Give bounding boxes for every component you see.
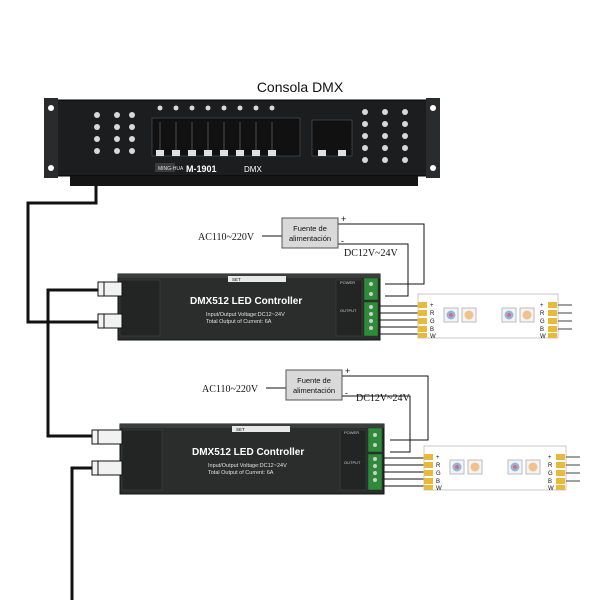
rgb-led-chip: [507, 459, 523, 475]
strip-1-b-r: B: [540, 327, 544, 333]
controller-1-current: Total Output of Current: 6A: [206, 319, 272, 325]
power-supply-2: Fuente de alimentación: [285, 369, 343, 401]
console-suffix: DMX: [244, 165, 262, 174]
controller-1-set-label: SET: [232, 277, 241, 282]
strip-2-g-r: G: [548, 471, 553, 477]
psu-1-plus: +: [341, 214, 346, 224]
psu-1-minus: -: [341, 236, 344, 246]
strip-2-g: G: [436, 471, 441, 477]
console-model: M-1901: [186, 164, 217, 174]
psu-1-input-label: AC110~220V: [198, 232, 255, 243]
dmx-controller-2: SET DMX512 LED Controller Input/Output V…: [119, 423, 385, 495]
controller-2-voltage: Input/Output Voltage:DC12~24V: [208, 463, 287, 469]
strip-1-r: R: [430, 311, 435, 317]
controller-1-title: DMX512 LED Controller: [190, 296, 302, 307]
strip-1-g-r: G: [540, 319, 545, 325]
dmx-console: MING-HUA M-1901 DMX: [44, 98, 440, 186]
strip-1-w-r: W: [540, 334, 546, 340]
strip-2-b: B: [436, 479, 440, 485]
controller-2-power-label: POWER: [344, 430, 359, 435]
output-wires-2: [384, 457, 424, 487]
output-wires-1: [380, 305, 418, 335]
strip-2-b-r: B: [548, 479, 552, 485]
white-led-chip: [461, 307, 477, 323]
strip-2-plus-r: +: [548, 455, 552, 461]
xlr-connectors-2: [91, 429, 123, 476]
strip-1-plus: +: [430, 303, 434, 309]
controller-2-title: DMX512 LED Controller: [192, 447, 304, 458]
strip-1-plus-r: +: [540, 303, 544, 309]
controller-1-output-label: OUTPUT: [340, 308, 357, 313]
dmx-cable: [26, 186, 98, 600]
strip-2-plus: +: [436, 455, 440, 461]
strip-2-r: R: [436, 463, 441, 469]
psu-2-plus: +: [345, 366, 350, 376]
psu-2-minus: -: [345, 388, 348, 398]
white-led-chip: [525, 459, 541, 475]
controller-1-power-label: POWER: [340, 280, 355, 285]
psu-2-label-line2: alimentación: [293, 386, 335, 395]
psu-1-output-label: DC12V~24V: [344, 248, 399, 259]
rgb-led-chip: [443, 307, 459, 323]
psu-2-wiring: [266, 375, 429, 453]
rgb-led-chip: [501, 307, 517, 323]
console-brand: MING-HUA: [158, 166, 184, 172]
xlr-connectors-1: [97, 281, 123, 329]
controller-2-set-label: SET: [236, 427, 245, 432]
white-led-chip: [519, 307, 535, 323]
psu-2-label-line1: Fuente de: [297, 376, 331, 385]
strip-2-w: W: [436, 486, 442, 492]
strip-2-w-r: W: [548, 486, 554, 492]
strip-1-r-r: R: [540, 311, 545, 317]
diagram-title: Consola DMX: [256, 79, 344, 95]
controller-1-voltage: Input/Output Voltage:DC12~24V: [206, 312, 285, 318]
power-supply-1: Fuente de alimentación: [281, 217, 339, 249]
controller-2-output-label: OUTPUT: [344, 460, 361, 465]
controller-2-current: Total Output of Current: 6A: [208, 470, 274, 476]
psu-1-label-line1: Fuente de: [293, 224, 327, 233]
strip-1-w: W: [430, 334, 436, 340]
led-strip-2: + R G B W + R G B W: [423, 445, 580, 492]
psu-1-wiring: [262, 223, 425, 297]
psu-2-output-label: DC12V~24V: [356, 393, 411, 404]
psu-2-input-label: AC110~220V: [202, 384, 259, 395]
white-led-chip: [467, 459, 483, 475]
strip-1-g: G: [430, 319, 435, 325]
rgb-led-chip: [449, 459, 465, 475]
strip-1-b: B: [430, 327, 434, 333]
strip-2-r-r: R: [548, 463, 553, 469]
dmx-controller-1: SET DMX512 LED Controller Input/Output V…: [117, 273, 381, 341]
psu-1-label-line2: alimentación: [289, 234, 331, 243]
led-strip-1: + R G B W + R G B W: [417, 293, 572, 340]
